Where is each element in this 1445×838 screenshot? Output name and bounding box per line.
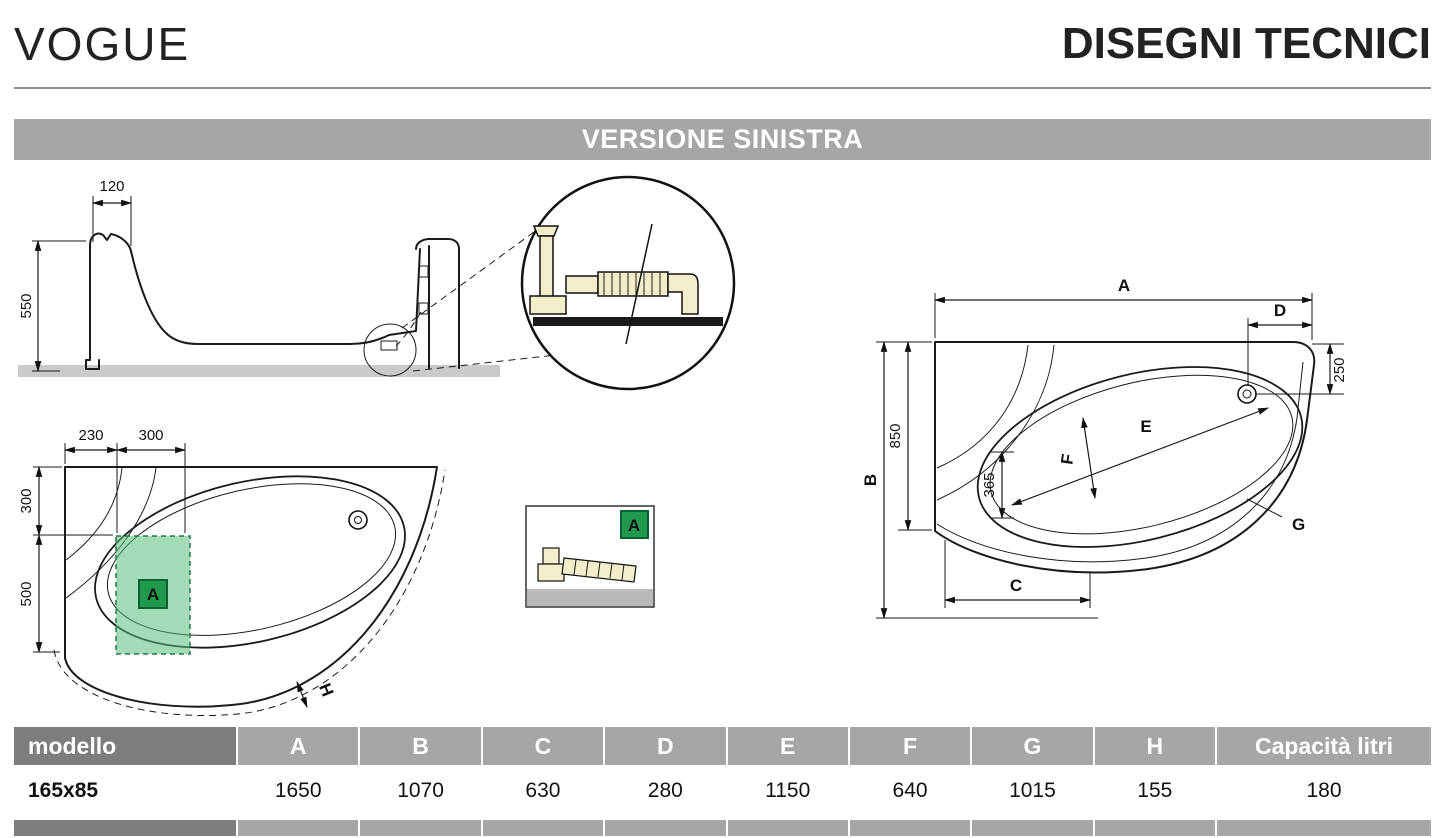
cell-h: 155 — [1094, 767, 1215, 814]
side-view-drawing: 120 550 — [18, 178, 557, 377]
detail-box-a-badge — [620, 510, 649, 539]
tub-outline-left — [64, 466, 438, 708]
spec-table: modello A B C D E F G H Capacità litri 1… — [14, 727, 1431, 836]
version-banner-label: VERSIONE SINISTRA — [581, 124, 864, 154]
dim-h: H — [315, 681, 337, 700]
col-header-capacity: Capacità litri — [1217, 727, 1431, 765]
drain-hole-left — [348, 510, 368, 530]
spec-table-header-row: modello A B C D E F G H Capacità litri — [14, 727, 1431, 765]
dim-500: 500 — [18, 581, 35, 606]
dim-side-width: 120 — [99, 178, 124, 195]
dim-850: 850 — [887, 423, 904, 448]
col-header-g: G — [972, 727, 1093, 765]
dim-e: E — [1140, 417, 1151, 436]
drain-detail-circle — [520, 175, 736, 391]
corrugated-hose — [597, 271, 669, 297]
col-header-e: E — [727, 727, 848, 765]
detail-box-a-label: A — [628, 516, 640, 535]
page-header: VOGUE DISEGNI TECNICI — [14, 0, 1431, 89]
col-header-c: C — [482, 727, 604, 765]
dim-a: A — [1118, 276, 1130, 295]
dim-c: C — [1010, 576, 1022, 595]
basin-left — [94, 475, 406, 649]
dim-365: 365 — [981, 472, 998, 497]
brand-name: VOGUE — [14, 17, 191, 70]
detail-a-box: A — [525, 505, 655, 608]
ground-strip — [18, 365, 500, 377]
plan-view-right: A D 250 850 B E F 365 C — [861, 276, 1348, 620]
cell-capacity: 180 — [1217, 767, 1431, 814]
dim-g: G — [1292, 515, 1305, 534]
cell-b: 1070 — [360, 767, 481, 814]
overflow-pipe — [532, 225, 560, 237]
col-header-h: H — [1094, 727, 1215, 765]
version-banner: VERSIONE SINISTRA — [14, 119, 1431, 160]
page-title: DISEGNI TECNICI — [1061, 18, 1431, 68]
table-row: 165x85 1650 1070 630 280 1150 640 1015 1… — [14, 767, 1431, 814]
cell-c: 630 — [482, 767, 604, 814]
dim-f: F — [1057, 453, 1077, 466]
col-header-modello: modello — [14, 727, 236, 765]
drain-elbow — [667, 273, 699, 315]
dim-side-height: 550 — [18, 293, 35, 318]
dim-b: B — [861, 474, 880, 486]
cell-a: 1650 — [238, 767, 359, 814]
cell-g: 1015 — [972, 767, 1093, 814]
col-header-f: F — [849, 727, 971, 765]
detail-a-badge-label: A — [147, 585, 159, 604]
dim-300-top: 300 — [138, 427, 163, 444]
tub-rim-profile — [89, 232, 132, 252]
technical-drawings-svg: 120 550 — [18, 175, 1348, 717]
cell-f: 640 — [849, 767, 971, 814]
col-header-b: B — [360, 727, 481, 765]
drain-hole-right — [1237, 384, 1257, 404]
col-header-d: D — [605, 727, 726, 765]
cell-model: 165x85 — [14, 767, 236, 814]
dim-250: 250 — [1331, 357, 1348, 382]
col-header-a: A — [238, 727, 359, 765]
dim-d: D — [1274, 301, 1286, 320]
table-next-row-partial — [14, 820, 1431, 836]
detail-a-badge — [138, 579, 168, 609]
dim-300-side: 300 — [18, 488, 35, 513]
tub-outline-right — [934, 341, 1316, 574]
cell-d: 280 — [605, 767, 726, 814]
basin-right — [976, 366, 1304, 548]
dim-230: 230 — [78, 427, 103, 444]
drain-highlight-circle — [363, 323, 417, 377]
plan-view-left: A 230 300 300 500 H — [18, 427, 446, 717]
cell-e: 1150 — [727, 767, 848, 814]
